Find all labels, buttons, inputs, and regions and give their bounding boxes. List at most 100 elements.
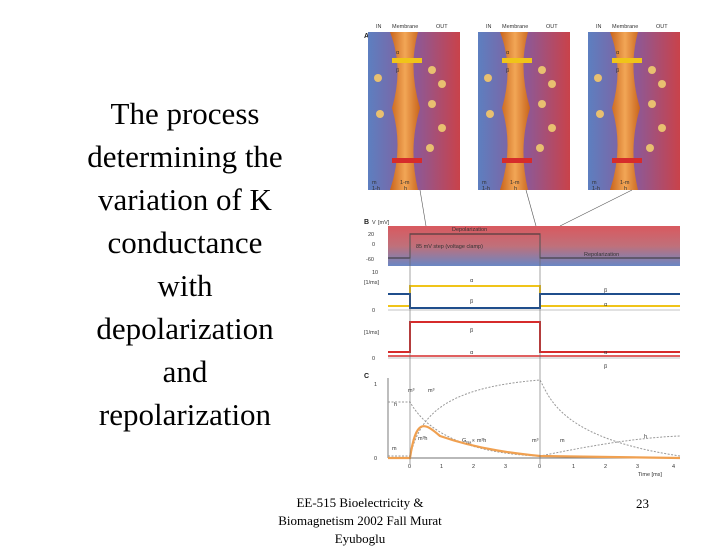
slide-title: The process determining the variation of… <box>60 92 310 436</box>
m3-repol-label: m³ <box>532 438 539 444</box>
voltage-band <box>388 226 680 266</box>
beta-h-label: β <box>470 328 473 334</box>
title-line: and <box>162 354 208 389</box>
title-line: depolarization <box>96 311 274 346</box>
vm-label: V <box>372 220 376 226</box>
hodgkin-huxley-figure: A IN Membrane OUT α β m 1-h 1-m h IN Mem… <box>360 18 680 478</box>
alpha-m: α <box>396 50 400 56</box>
ion <box>374 74 382 82</box>
tick-20: 20 <box>368 232 374 238</box>
ion <box>648 66 656 74</box>
h-label: h <box>624 186 627 192</box>
time-tick: 0 <box>408 464 411 470</box>
ion <box>596 110 604 118</box>
time-axis-label: Time [ms] <box>638 472 662 478</box>
panel-a-label: A <box>364 33 369 40</box>
time-tick: 2 <box>472 464 475 470</box>
time-tick: 0 <box>538 464 541 470</box>
time-tick: 3 <box>504 464 507 470</box>
m-curve <box>388 379 680 457</box>
m-label: m <box>482 180 487 186</box>
gate-arrow <box>392 58 422 63</box>
ion <box>428 66 436 74</box>
channel-diagram-1: IN Membrane OUT α β m 1-h 1-m h <box>368 24 460 192</box>
rate-tick-0: 0 <box>372 308 375 314</box>
rate-tick-0b: 0 <box>372 356 375 362</box>
one-minus-m: 1-m <box>400 180 410 186</box>
one-minus-m: 1-m <box>510 180 520 186</box>
gate-arrow <box>612 58 642 63</box>
m-curve-label: m <box>392 446 397 452</box>
alpha-h-label: α <box>470 350 474 356</box>
h-label: h <box>404 186 407 192</box>
one-minus-m: 1-m <box>620 180 630 186</box>
voltage-trace <box>388 233 680 259</box>
pointer-line <box>419 189 427 227</box>
m3-label-2: m³ <box>428 388 435 394</box>
step-label: 85 mV step (voltage clamp) <box>416 244 483 250</box>
ion <box>428 100 436 108</box>
ion <box>594 74 602 82</box>
m-label: m <box>372 180 377 186</box>
col-out: OUT <box>546 24 558 30</box>
c-tick-1: 1 <box>374 382 377 388</box>
rate-tick-10: 10 <box>372 270 378 276</box>
gate-arrow <box>502 158 532 163</box>
membrane <box>610 32 640 190</box>
beta-h-trace <box>388 321 680 353</box>
time-tick: 1 <box>572 464 575 470</box>
alpha-h-label-right: α <box>604 350 608 356</box>
ion <box>658 80 666 88</box>
ion <box>646 144 654 152</box>
beta-m: β <box>616 68 619 74</box>
ion <box>426 144 434 152</box>
membrane <box>390 32 420 190</box>
alpha-m-label-right: α <box>604 302 608 308</box>
col-membrane: Membrane <box>392 24 418 30</box>
one-minus-h: 1-h <box>372 186 380 192</box>
alpha-m-trace <box>388 285 680 307</box>
alpha-m: α <box>506 50 510 56</box>
page-number: 23 <box>636 496 649 511</box>
channel-diagram-2: IN Membrane OUT α β m 1-h 1-m h <box>478 24 570 192</box>
ion <box>376 110 384 118</box>
col-membrane: Membrane <box>502 24 528 30</box>
time-tick: 4 <box>672 464 675 470</box>
membrane <box>500 32 530 190</box>
ion <box>438 80 446 88</box>
alpha-m-label: α <box>470 278 474 284</box>
time-tick: 1 <box>440 464 443 470</box>
beta-m-label-right: β <box>604 288 607 294</box>
ion <box>658 124 666 132</box>
ion <box>438 124 446 132</box>
ion <box>548 124 556 132</box>
beta-m-label: β <box>470 299 473 305</box>
footer-line: Eyuboglu <box>334 531 386 546</box>
ion <box>538 66 546 74</box>
col-in: IN <box>376 24 382 30</box>
channel-diagram-3: IN Membrane OUT α β m 1-h 1-m h <box>588 24 680 192</box>
time-tick: 3 <box>636 464 639 470</box>
beta-m-trace <box>388 293 680 309</box>
ion <box>538 100 546 108</box>
figure-svg: A IN Membrane OUT α β m 1-h 1-m h IN Mem… <box>364 24 680 478</box>
beta-m: β <box>396 68 399 74</box>
ion <box>486 110 494 118</box>
gna-label: GNa∝ m³h <box>462 438 486 445</box>
m-repol-label: m <box>560 438 565 444</box>
col-membrane: Membrane <box>612 24 638 30</box>
h-label: h <box>514 186 517 192</box>
ion <box>648 100 656 108</box>
ion <box>484 74 492 82</box>
c-tick-0: 0 <box>374 456 377 462</box>
time-tick: 2 <box>604 464 607 470</box>
title-line: variation of K <box>98 182 272 217</box>
m-label: m <box>592 180 597 186</box>
col-out: OUT <box>436 24 448 30</box>
m3-label: m³ <box>408 388 415 394</box>
one-minus-h: 1-h <box>482 186 490 192</box>
one-minus-h: 1-h <box>592 186 600 192</box>
beta-m: β <box>506 68 509 74</box>
depolarization-label: Depolarization <box>452 227 487 233</box>
alpha-m: α <box>616 50 620 56</box>
